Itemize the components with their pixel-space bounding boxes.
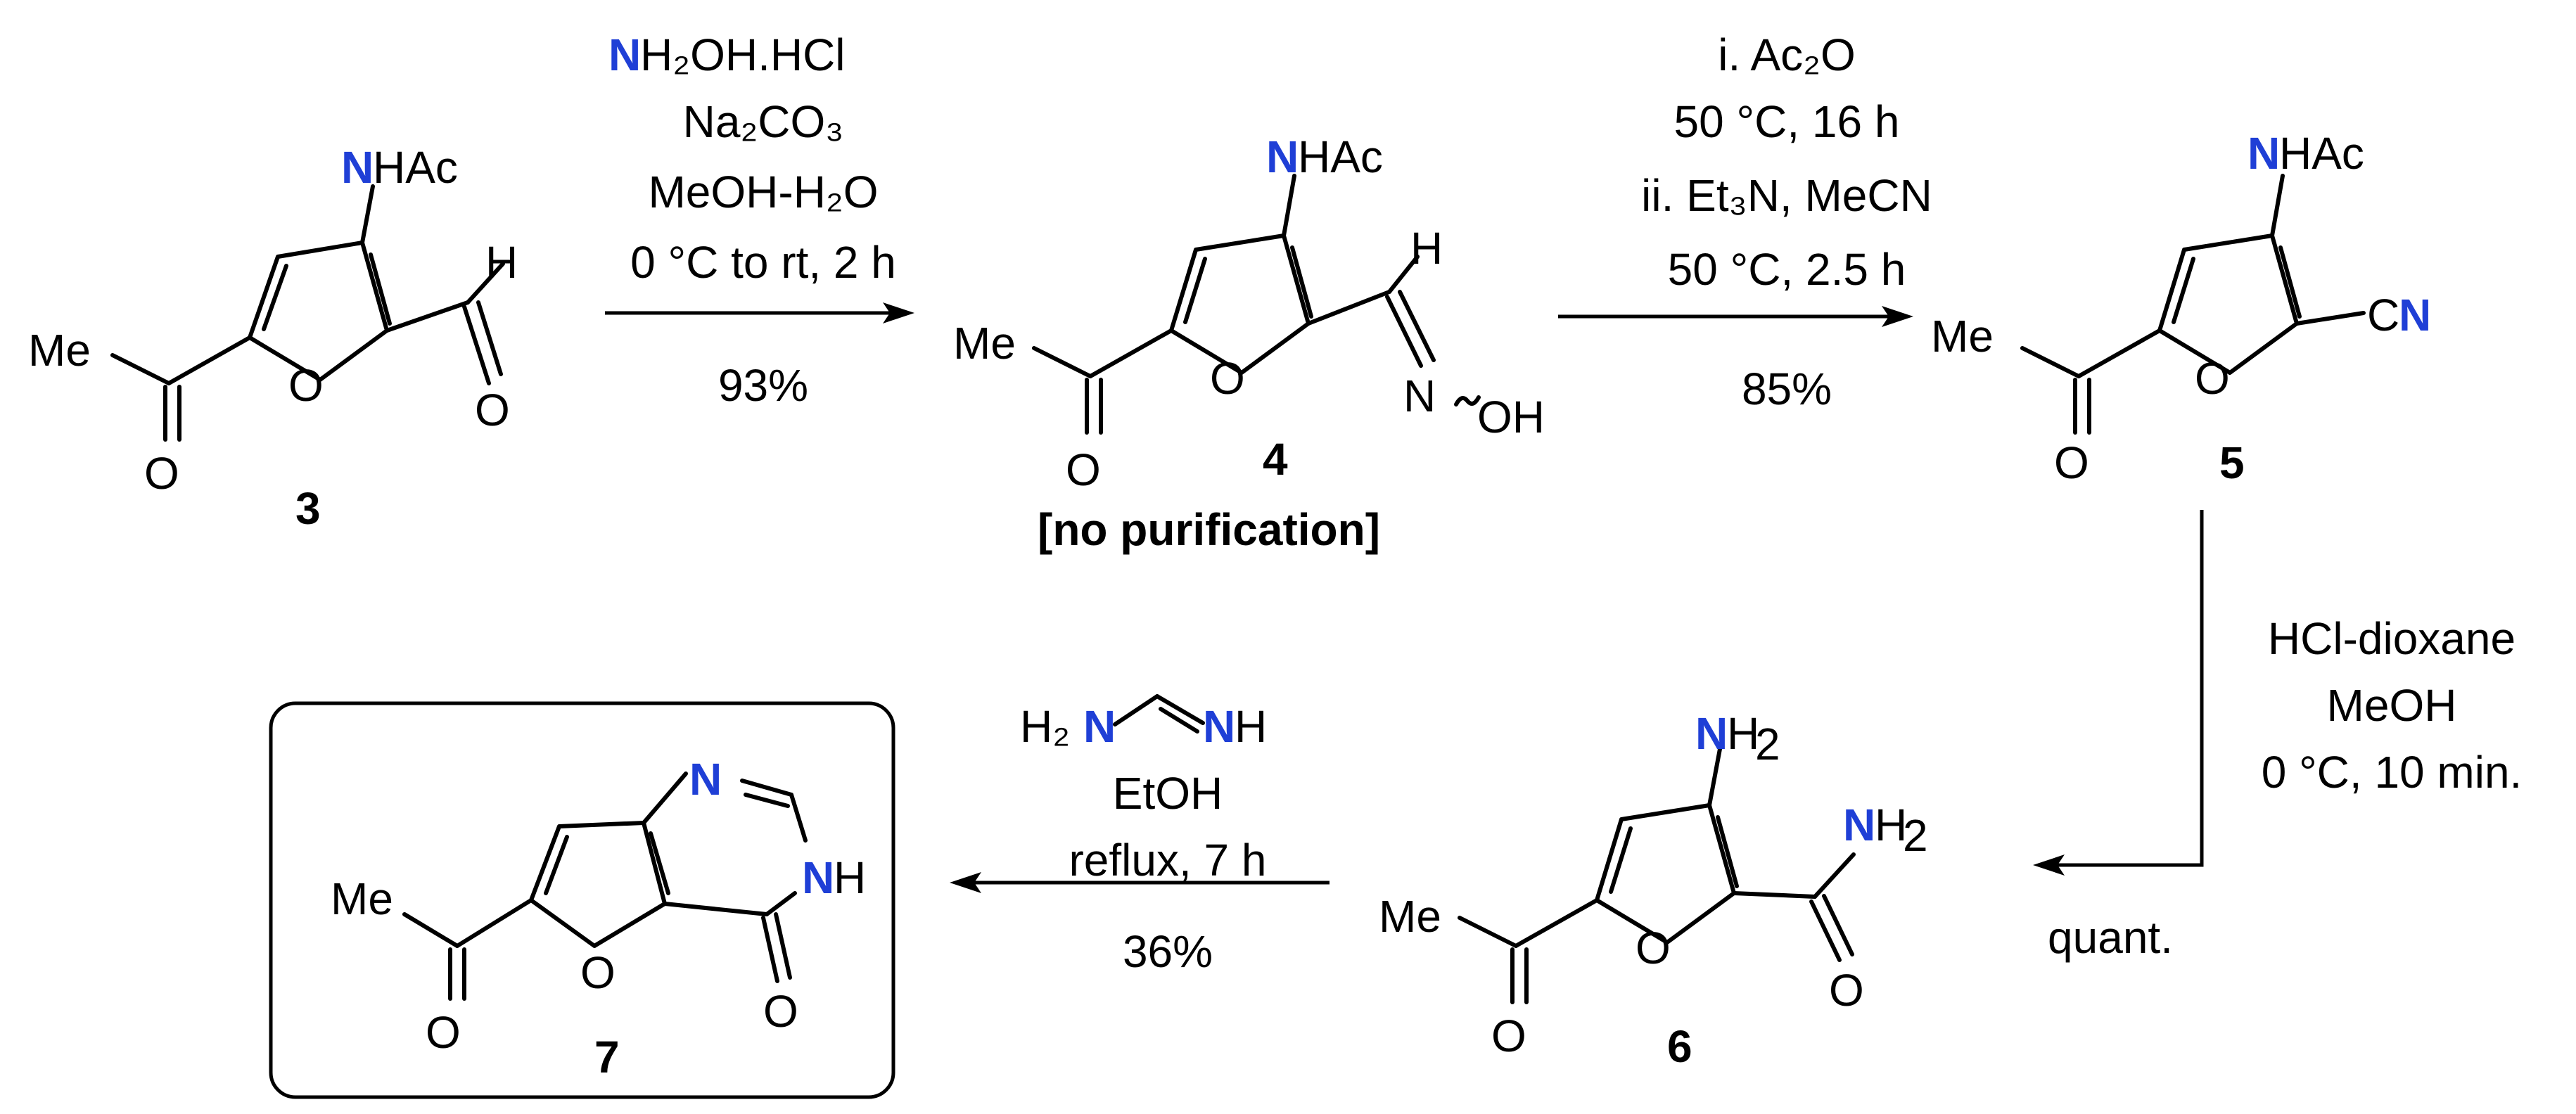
arrow-head xyxy=(883,302,914,324)
product-box xyxy=(269,701,895,1099)
reagent-h: H xyxy=(1235,701,1267,752)
atom-o-ketone: O xyxy=(426,1007,461,1058)
atom-n: N xyxy=(1843,800,1875,850)
condition-line: ii. Et₃N, MeCN xyxy=(1641,170,1932,221)
atom-hac: HAc xyxy=(1298,132,1383,182)
atom-n: N xyxy=(341,142,374,193)
arrow-head xyxy=(2033,854,2065,876)
atom-o-ring: O xyxy=(1210,353,1245,404)
condition-line: H₂OH.HCl xyxy=(640,30,846,80)
reagent-n: N xyxy=(608,30,641,80)
reagent-h2: H₂ xyxy=(1020,701,1070,752)
step-4: H₂ N N H EtOH reflux, 7 h 36% xyxy=(950,694,1330,977)
atom-o-aldehyde: O xyxy=(475,385,510,435)
condition-line: Na₂CO₃ xyxy=(683,96,844,147)
compound-label: 6 xyxy=(1667,1021,1692,1072)
atom-o-ring: O xyxy=(288,360,324,411)
purification-note: [no purification] xyxy=(1038,504,1380,555)
atom-me: Me xyxy=(953,318,1016,369)
atom-n: N xyxy=(802,852,834,903)
atom-n: N xyxy=(1695,708,1728,759)
compound-4: N HAc Me O O H N OH 4 [no purification] xyxy=(953,132,1545,555)
compound-label: 5 xyxy=(2219,437,2245,488)
condition-line: MeOH xyxy=(2327,680,2457,731)
atom-h: H xyxy=(485,237,518,288)
atom-h: H xyxy=(1875,800,1907,850)
atom-oxime-n: N xyxy=(1403,371,1436,421)
atom-n: N xyxy=(2399,290,2431,340)
condition-line: HCl-dioxane xyxy=(2268,613,2516,664)
atom-o-ketone: O xyxy=(2054,437,2089,488)
atom-n: N xyxy=(2247,128,2280,179)
atom-o-ketone: O xyxy=(144,448,179,499)
yield: 36% xyxy=(1123,926,1213,977)
atom-subscript: 2 xyxy=(1755,719,1780,769)
arrow-head xyxy=(950,872,981,893)
yield: quant. xyxy=(2048,912,2173,963)
compound-label: 7 xyxy=(594,1032,620,1082)
reagent-n: N xyxy=(1083,701,1116,752)
atom-c: C xyxy=(2367,290,2399,340)
atom-o-ring: O xyxy=(2195,353,2230,404)
atom-subscript: 2 xyxy=(1903,810,1928,861)
atom-o-ketone: O xyxy=(1491,1011,1526,1061)
condition-line: MeOH-H₂O xyxy=(648,167,878,217)
reaction-arrow xyxy=(2058,510,2204,867)
step-2: i. Ac₂O 50 °C, 16 h ii. Et₃N, MeCN 50 °C… xyxy=(1558,30,1932,414)
condition-line: 50 °C, 16 h xyxy=(1674,96,1900,147)
atom-n: N xyxy=(689,754,722,805)
atom-o-ring: O xyxy=(1635,923,1671,973)
atom-h: H xyxy=(1410,223,1443,274)
step-3: HCl-dioxane MeOH 0 °C, 10 min. quant. xyxy=(2033,510,2522,963)
atom-me: Me xyxy=(331,873,393,924)
atom-o-ring: O xyxy=(580,947,616,998)
step-1: N H₂OH.HCl Na₂CO₃ MeOH-H₂O 0 °C to rt, 2… xyxy=(605,30,914,411)
compound-3: N HAc Me O O H O 3 xyxy=(28,142,518,534)
atom-me: Me xyxy=(1931,311,1994,361)
condition-line: reflux, 7 h xyxy=(1069,835,1266,885)
atom-me: Me xyxy=(28,325,91,376)
yield: 85% xyxy=(1742,364,1832,414)
compound-label: 3 xyxy=(295,483,321,534)
atom-o-lactam: O xyxy=(763,986,798,1037)
yield: 93% xyxy=(718,360,808,411)
condition-line: 0 °C to rt, 2 h xyxy=(630,237,896,288)
atom-o-amide: O xyxy=(1829,965,1864,1016)
atom-h: H xyxy=(1727,708,1759,759)
condition-line: EtOH xyxy=(1113,768,1223,819)
atom-oh: OH xyxy=(1477,392,1545,442)
compound-label: 4 xyxy=(1263,434,1288,485)
atom-me: Me xyxy=(1379,891,1441,942)
atom-hac: HAc xyxy=(373,142,458,193)
atom-h: H xyxy=(834,852,866,903)
atom-o-ketone: O xyxy=(1066,444,1101,495)
condition-line: 0 °C, 10 min. xyxy=(2262,747,2523,798)
arrow-head xyxy=(1882,306,1913,327)
condition-line: 50 °C, 2.5 h xyxy=(1668,244,1906,295)
compound-7: N N H Me O O O 7 xyxy=(269,701,895,1099)
atom-hac: HAc xyxy=(2279,128,2364,179)
compound-6: N H 2 N H 2 Me O O O 6 xyxy=(1379,708,1928,1072)
atom-n: N xyxy=(1266,132,1299,182)
reagent-n: N xyxy=(1203,701,1235,752)
condition-line: i. Ac₂O xyxy=(1718,30,1856,80)
compound-5: N HAc Me O O C N 5 xyxy=(1931,128,2431,488)
